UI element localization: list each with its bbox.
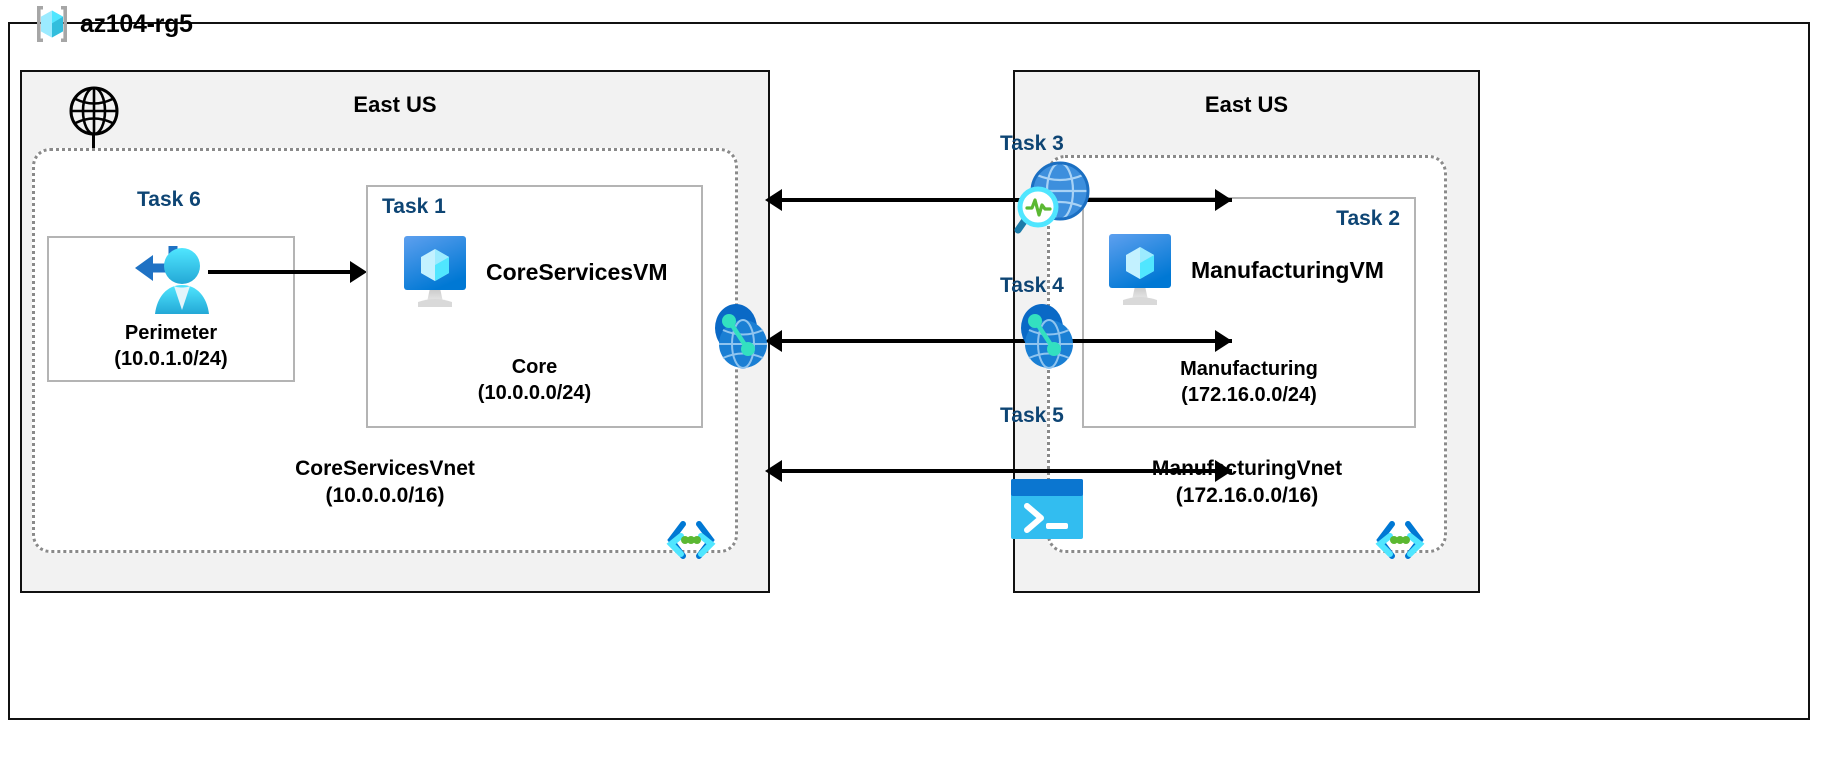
task4-arrowhead-right [1215,330,1232,352]
bastion-user-icon [127,240,219,320]
task-label-1: Task 1 [382,195,446,218]
task4-connector-line [772,339,1232,343]
arm-template-icon [665,518,717,562]
task3-connector-line [772,198,1232,202]
task-label-3: Task 3 [1000,132,1064,155]
subnet-perimeter-cidr: (10.0.1.0/24) [114,348,228,370]
task5-arrowhead-right [1215,460,1232,482]
vnet-core-services-caption: CoreServicesVnet (10.0.0.0/16) [35,455,735,510]
subnet-manufacturing-caption: Manufacturing (172.16.0.0/24) [1084,356,1414,408]
vnet-manufacturing-name: ManufacturingVnet [1151,456,1343,480]
cloud-shell-icon [1009,477,1085,541]
vm-manufacturing-name: ManufacturingVM [1191,256,1384,283]
subnet-core-caption: Core (10.0.0.0/24) [368,354,701,406]
task-label-4: Task 4 [1000,274,1064,297]
subnet-core-cidr: (10.0.0.0/24) [477,382,592,404]
vm-core-services: CoreServicesVM [400,232,668,312]
task5-connector-line [772,469,1232,473]
region-title-right: East US [1204,92,1289,117]
resource-group-label-gap [36,24,306,70]
resource-group-frame [8,22,1810,720]
perimeter-to-core-arrowhead [350,261,367,283]
azure-resource-group-icon [30,2,74,46]
globe-icon [68,85,120,137]
vnet-core-services-cidr: (10.0.0.0/16) [325,484,445,508]
vnet-manufacturing-cidr: (172.16.0.0/16) [1175,484,1319,508]
vm-manufacturing: ManufacturingVM [1105,230,1384,310]
virtual-machine-icon [400,232,470,312]
task-label-2: Task 2 [1336,207,1400,230]
virtual-machine-icon [1105,230,1175,310]
vnet-manufacturing-caption: ManufacturingVnet (172.16.0.0/16) [1050,455,1444,510]
vnet-peering-icon [1018,300,1080,378]
vnet-peering-icon [712,300,774,378]
resource-group-label: az104-rg5 [30,2,193,46]
task3-arrowhead-right [1215,189,1232,211]
task4-arrowhead-left [765,330,782,352]
vnet-core-services-name: CoreServicesVnet [295,456,475,480]
subnet-perimeter-caption: Perimeter (10.0.1.0/24) [49,320,293,372]
subnet-manufacturing-cidr: (172.16.0.0/24) [1181,384,1317,406]
task5-arrowhead-left [765,460,782,482]
vm-core-services-name: CoreServicesVM [486,258,668,285]
task-label-5: Task 5 [1000,404,1064,427]
resource-group-name: az104-rg5 [80,9,193,38]
subnet-manufacturing-name: Manufacturing [1180,358,1318,380]
task-label-6: Task 6 [137,188,201,211]
subnet-perimeter-name: Perimeter [124,322,218,344]
arm-template-icon [1374,518,1426,562]
task3-arrowhead-left [765,189,782,211]
subnet-core-name: Core [511,356,558,378]
network-watcher-icon [1010,158,1096,238]
region-title-left: East US [353,92,437,117]
perimeter-to-core-line [208,270,353,274]
